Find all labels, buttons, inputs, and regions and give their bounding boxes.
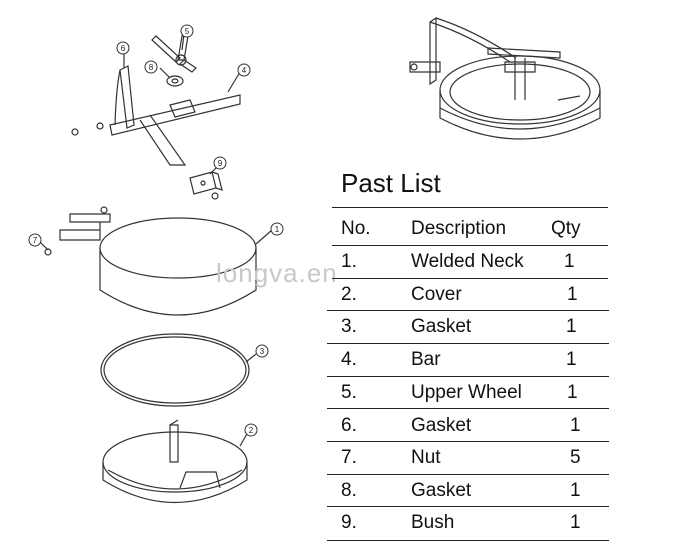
svg-text:4: 4	[242, 66, 247, 75]
assembled-manhole-illustration	[409, 16, 601, 140]
row-5-divider	[327, 408, 609, 409]
svg-text:9: 9	[218, 159, 223, 168]
row-8-qty: 1	[570, 480, 581, 501]
header-description: Description	[411, 218, 507, 239]
row-3-description: Gasket	[411, 316, 472, 337]
callout-8: 8	[144, 60, 158, 74]
row-9-qty: 1	[570, 512, 581, 533]
row-9-no: 9.	[341, 512, 357, 533]
svg-text:3: 3	[260, 347, 265, 356]
header-no: No.	[341, 218, 371, 239]
row-4-qty: 1	[566, 349, 577, 370]
callout-6: 6	[116, 41, 130, 55]
row-8-no: 8.	[341, 480, 357, 501]
svg-text:7: 7	[33, 236, 38, 245]
cover-part-illustration	[102, 419, 248, 503]
callout-3: 3	[255, 344, 269, 358]
row-3-no: 3.	[341, 316, 357, 337]
row-6-description: Gasket	[411, 415, 472, 436]
row-7-divider	[327, 474, 609, 475]
callout-7: 7	[28, 233, 42, 247]
row-6-divider	[327, 441, 609, 442]
row-9-divider	[327, 540, 609, 541]
row-4-no: 4.	[341, 349, 357, 370]
parts-list-title: Past List	[341, 168, 441, 198]
row-6-no: 6.	[341, 415, 357, 436]
row-2-divider	[327, 310, 609, 311]
callout-5: 5	[180, 24, 194, 38]
row-5-description: Upper Wheel	[411, 382, 522, 403]
row-7-description: Nut	[411, 447, 441, 468]
row-1-no: 1.	[341, 251, 357, 272]
table-top-line	[332, 207, 608, 208]
gasket-ring-part-illustration	[100, 333, 250, 407]
row-7-no: 7.	[341, 447, 357, 468]
callout-4: 4	[237, 63, 251, 77]
bar-part-illustration	[71, 65, 241, 166]
row-1-description: Welded Neck	[411, 251, 524, 272]
row-2-no: 2.	[341, 284, 357, 305]
row-5-no: 5.	[341, 382, 357, 403]
row-8-description: Gasket	[411, 480, 472, 501]
row-2-qty: 1	[567, 284, 578, 305]
callout-1: 1	[270, 222, 284, 236]
row-2-description: Cover	[411, 284, 462, 305]
upper-wheel-part-illustration	[151, 35, 197, 73]
row-3-qty: 1	[566, 316, 577, 337]
svg-text:8: 8	[149, 63, 154, 72]
row-1-qty: 1	[564, 251, 575, 272]
row-6-qty: 1	[570, 415, 581, 436]
welded-neck-part-illustration	[44, 206, 257, 316]
row-3-divider	[327, 343, 609, 344]
callout-9: 9	[213, 156, 227, 170]
header-underline	[332, 245, 608, 246]
row-9-description: Bush	[411, 512, 455, 533]
watermark: longva.en	[216, 258, 338, 288]
row-1-divider	[332, 278, 608, 279]
header-qty: Qty	[551, 218, 581, 239]
svg-text:6: 6	[121, 44, 126, 53]
callout-2: 2	[244, 423, 258, 437]
row-5-qty: 1	[567, 382, 578, 403]
row-8-divider	[327, 506, 609, 507]
svg-text:5: 5	[185, 27, 190, 36]
gasket-small-part-illustration	[166, 75, 184, 87]
svg-text:2: 2	[249, 426, 254, 435]
row-4-description: Bar	[411, 349, 441, 370]
svg-text:1: 1	[275, 225, 280, 234]
bush-part-illustration	[189, 171, 223, 200]
row-7-qty: 5	[570, 447, 581, 468]
row-4-divider	[327, 376, 609, 377]
